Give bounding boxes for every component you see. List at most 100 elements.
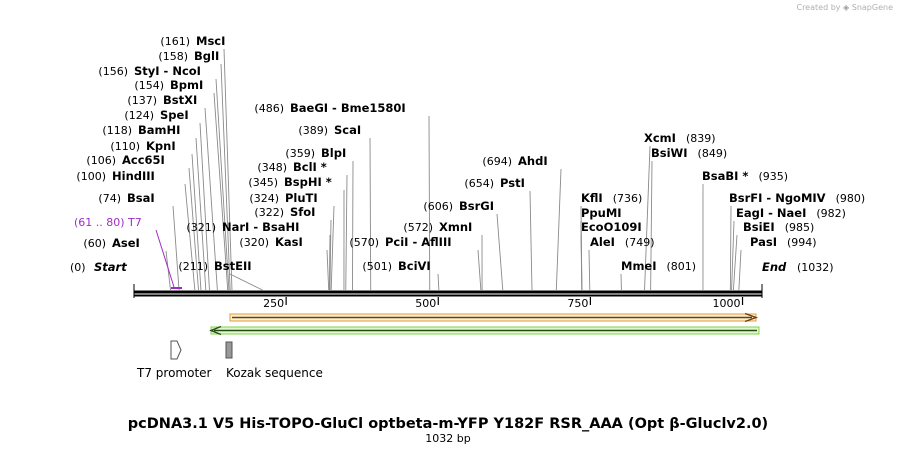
site-label: (118)BamHI	[102, 123, 180, 137]
site-name: PluTI	[285, 191, 318, 205]
site-leader	[352, 160, 354, 291]
site-label: (501)BciVI	[362, 259, 430, 273]
site-position: (322)	[254, 206, 284, 219]
site-label: (348)BclI *	[257, 160, 326, 174]
site-position: (849)	[698, 147, 728, 160]
scale-tick-label: 250	[263, 297, 284, 310]
start-label: Start	[94, 260, 127, 274]
credit-prefix: Created by	[796, 3, 841, 12]
site-label: PpuMI	[581, 206, 622, 220]
site-name: PciI - AflIII	[385, 235, 452, 249]
site-name: BglI	[194, 49, 219, 63]
site-name: BsrGI	[459, 199, 494, 213]
site-leader	[213, 92, 229, 291]
site-leader	[477, 249, 482, 291]
site-leader	[369, 137, 372, 291]
site-position: (110)	[110, 140, 140, 153]
site-label: (156)StyI - NcoI	[98, 64, 201, 78]
site-position: (935)	[758, 170, 788, 183]
t7-promoter-label: T7 promoter	[136, 366, 212, 380]
site-label: MmeI(801)	[621, 259, 696, 273]
site-position: (106)	[86, 154, 116, 167]
site-position: (982)	[816, 207, 846, 220]
site-label: EcoO109I	[581, 220, 642, 234]
site-label: (211)BstEII	[178, 259, 251, 273]
plasmid-size: 1032 bp	[425, 432, 470, 445]
site-name: HindIII	[112, 169, 155, 183]
site-position: (985)	[785, 221, 815, 234]
t7-primer-label: (61 .. 80) T7	[74, 216, 142, 229]
t7-primer-leader	[155, 229, 175, 288]
site-position: (321)	[186, 221, 216, 234]
site-name: BsrFI - NgoMIV	[729, 191, 826, 205]
plasmid-title: pcDNA3.1 V5 His-TOPO-GluCl optbeta-m-YFP…	[128, 416, 768, 432]
site-label: PasI(994)	[750, 235, 817, 249]
site-leader	[328, 234, 331, 291]
restriction-site-labels: (60)AseI(74)BsaI(100)HindIII(106)Acc65I(…	[76, 34, 865, 273]
site-label: (74) BsaI	[98, 191, 154, 205]
site-position: (320)	[239, 236, 269, 249]
end-label: End	[762, 260, 787, 274]
site-leader	[437, 273, 440, 291]
site-label: BsrFI - NgoMIV(980)	[729, 191, 865, 205]
site-position: (749)	[625, 236, 655, 249]
site-position: (161)	[160, 35, 190, 48]
site-leader	[172, 205, 180, 291]
site-name: SpeI	[160, 108, 189, 122]
arrow-outline-icon	[170, 340, 182, 360]
site-label: EagI - NaeI(982)	[736, 206, 846, 220]
site-leader-lines	[165, 48, 742, 291]
site-name: BamHI	[138, 123, 180, 137]
site-name: XmnI	[439, 220, 472, 234]
site-leader	[738, 249, 742, 291]
site-name: EcoO109I	[581, 220, 642, 234]
snapgene-credit: Created by ◈ SnapGene	[796, 3, 893, 12]
site-label: (694)AhdI	[482, 154, 547, 168]
site-label: (570) PciI - AflIII	[349, 235, 451, 249]
site-label: (654)PstI	[464, 176, 524, 190]
site-leader	[199, 122, 210, 291]
site-name: BsiWI	[651, 146, 688, 160]
site-name: BaeGI - Bme1580I	[290, 101, 406, 115]
site-position: (839)	[686, 132, 716, 145]
site-position: (74)	[98, 192, 121, 205]
site-label: (486)BaeGI - Bme1580I	[254, 101, 405, 115]
site-leader	[191, 153, 202, 291]
site-position: (156)	[98, 65, 128, 78]
site-leader	[496, 213, 504, 291]
site-label: (106) Acc65I	[86, 153, 164, 167]
site-name: BsaI	[127, 191, 155, 205]
site-label: (322) SfoI	[254, 205, 315, 219]
site-position: (501)	[362, 260, 392, 273]
site-name: PstI	[500, 176, 525, 190]
site-label: KflI(736)	[581, 191, 642, 205]
site-label: (572)XmnI	[403, 220, 472, 234]
site-label: (606)BsrGI	[423, 199, 494, 213]
site-leader	[330, 205, 335, 291]
site-name: KflI	[581, 191, 603, 205]
site-name: PpuMI	[581, 206, 622, 220]
site-label: (161)MscI	[160, 34, 225, 48]
site-position: (345)	[248, 176, 278, 189]
site-name: ScaI	[334, 123, 361, 137]
site-name: AhdI	[518, 154, 548, 168]
scale-tick-label: 500	[415, 297, 436, 310]
site-position: (137)	[127, 94, 157, 107]
site-position: (324)	[249, 192, 279, 205]
site-name: MmeI	[621, 259, 657, 273]
site-label: BsiWI (849)	[651, 146, 727, 160]
site-name: BstXI	[163, 93, 197, 107]
site-leader	[329, 219, 332, 291]
credit-brand: SnapGene	[851, 3, 893, 12]
site-label: AleI(749)	[590, 235, 655, 249]
site-position: (570)	[349, 236, 379, 249]
site-name: SfoI	[290, 205, 315, 219]
orange-feature-arrow	[229, 312, 759, 323]
site-position: (994)	[787, 236, 817, 249]
site-name: BlpI	[321, 146, 346, 160]
site-leader	[555, 168, 562, 291]
site-position: (389)	[298, 124, 328, 137]
site-name: Acc65I	[122, 153, 165, 167]
